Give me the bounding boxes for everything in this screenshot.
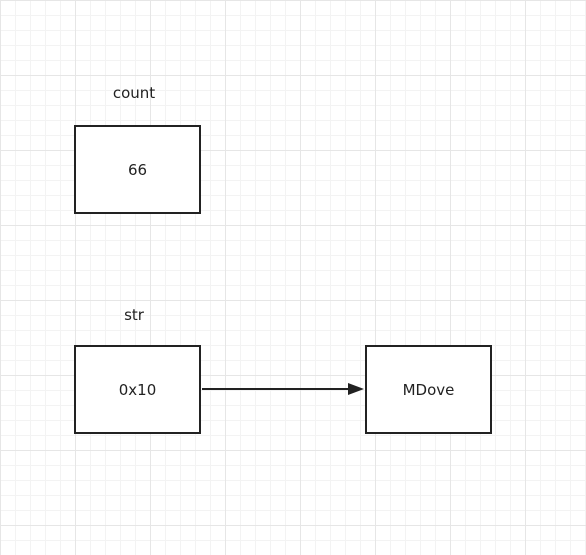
str-value: 0x10 — [118, 380, 157, 399]
count-box: 66 — [74, 125, 201, 214]
count-value: 66 — [127, 160, 148, 179]
mdove-value: MDove — [402, 380, 455, 399]
count-label: count — [112, 84, 156, 102]
str-label: str — [124, 306, 144, 324]
mdove-box: MDove — [365, 345, 492, 434]
arrowhead — [348, 383, 364, 395]
str-box: 0x10 — [74, 345, 201, 434]
